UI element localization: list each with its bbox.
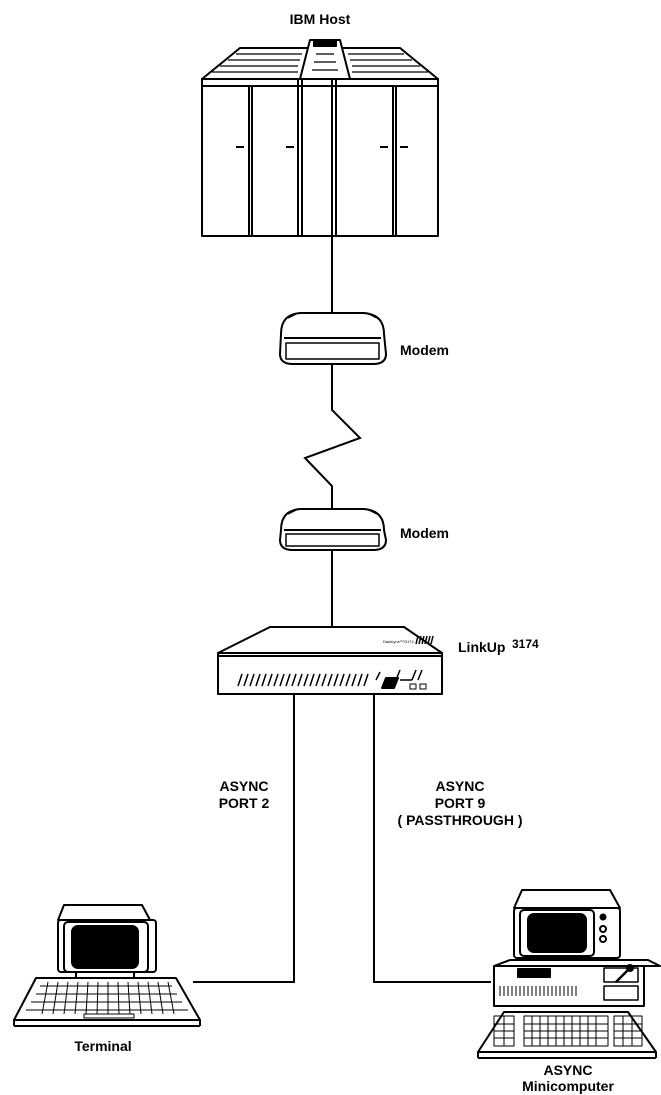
port2-label-line1: ASYNC <box>219 778 268 794</box>
ibm-host-mainframe-icon <box>201 39 439 237</box>
telephone-link-line <box>303 365 362 510</box>
port9-cable-line <box>373 694 491 983</box>
port2-label-line2: PORT 2 <box>219 795 270 811</box>
connection-lines <box>193 236 491 983</box>
modem-top-icon <box>279 312 387 365</box>
minicomputer-label-line1: ASYNC <box>543 1062 592 1078</box>
linkup-name-label: LinkUp <box>458 639 505 655</box>
linkup-controller-icon <box>217 626 443 695</box>
port9-label-line3: ( PASSTHROUGH ) <box>398 812 523 828</box>
port2-cable-line <box>193 694 295 983</box>
modem-top-label: Modem <box>400 342 449 358</box>
minicomputer-label-line2: Minicomputer <box>522 1078 614 1094</box>
modem-bottom-label: Modem <box>400 525 449 541</box>
port9-label-line1: ASYNC <box>435 778 484 794</box>
terminal-icon <box>13 904 201 1027</box>
linkup-nameplate: DataLynx™/3174 <box>383 639 415 644</box>
port9-label-line2: PORT 9 <box>435 795 486 811</box>
minicomputer-icon <box>477 889 661 1059</box>
linkup-model-label: 3174 <box>512 637 539 651</box>
ibm-host-label: IBM Host <box>290 11 351 27</box>
terminal-label: Terminal <box>74 1038 131 1054</box>
modem-bottom-icon <box>279 508 387 551</box>
